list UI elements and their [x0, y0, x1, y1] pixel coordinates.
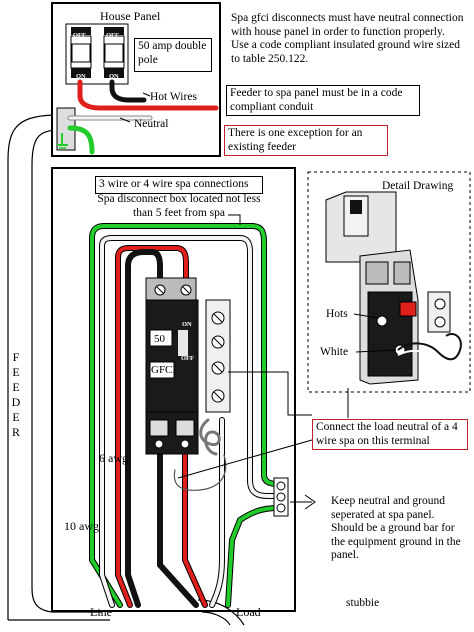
neutral-label: Neutral: [134, 118, 169, 130]
spa-breaker-off: OFF: [181, 355, 194, 362]
note-feeder-conduit: Feeder to spa panel must be in a code co…: [226, 85, 420, 116]
line-label: Line: [90, 605, 112, 619]
spa-neutral-bar: [205, 299, 231, 413]
note-gfci-neutral: Spa gfci disconnects must have neutral c…: [231, 12, 464, 65]
detail-breaker-drawing: [325, 191, 462, 385]
house-breaker-on-left: ON: [76, 73, 86, 80]
house-panel-title: House Panel: [100, 9, 161, 23]
load-label: Load: [236, 605, 261, 619]
neutral-pointer: [119, 117, 131, 123]
spa-panel-box: [51, 167, 296, 612]
house-breaker: [65, 23, 129, 85]
hot-wires-label: Hot Wires: [150, 91, 197, 103]
detail-hots-label: Hots: [326, 308, 348, 320]
wire-10awg-label: 10 awg: [64, 519, 99, 533]
house-panel-wires: [67, 79, 219, 155]
hot-wires-pointer: [142, 92, 151, 97]
wire-6awg-label: 6 awg: [99, 451, 128, 465]
spa-ground-bar: [273, 477, 289, 517]
detail-pointers: [353, 313, 397, 353]
spa-gfci-breaker: [145, 277, 199, 455]
house-breaker-off-right: OFF: [106, 32, 119, 39]
note-disconnect-distance: Spa disconnect box located not less than…: [97, 193, 261, 219]
pointer-lines: [177, 214, 349, 510]
note-exception: There is one exception for an existing f…: [224, 125, 388, 156]
note-spa-connections: 3 wire or 4 wire spa connections: [95, 176, 263, 194]
detail-white-label: White: [320, 346, 349, 358]
house-breaker-on-right: ON: [109, 73, 119, 80]
detail-dashed-box: [307, 171, 471, 393]
house-breaker-off-left: OFF: [73, 32, 86, 39]
gfci-label: GFCI: [151, 364, 177, 376]
note-load-neutral: Connect the load neutral of a 4 wire spa…: [312, 419, 468, 450]
spa-breaker-on: ON: [182, 321, 192, 328]
signature: stubbie: [346, 597, 380, 609]
house-breaker-rating: 50 amp double pole: [134, 38, 212, 72]
detail-title: Detail Drawing: [382, 180, 454, 192]
spa-panel-wires: [89, 223, 281, 608]
spa-breaker-rating: 50: [154, 333, 165, 345]
note-keep-separated: Keep neutral and ground seperated at spa…: [331, 495, 461, 561]
